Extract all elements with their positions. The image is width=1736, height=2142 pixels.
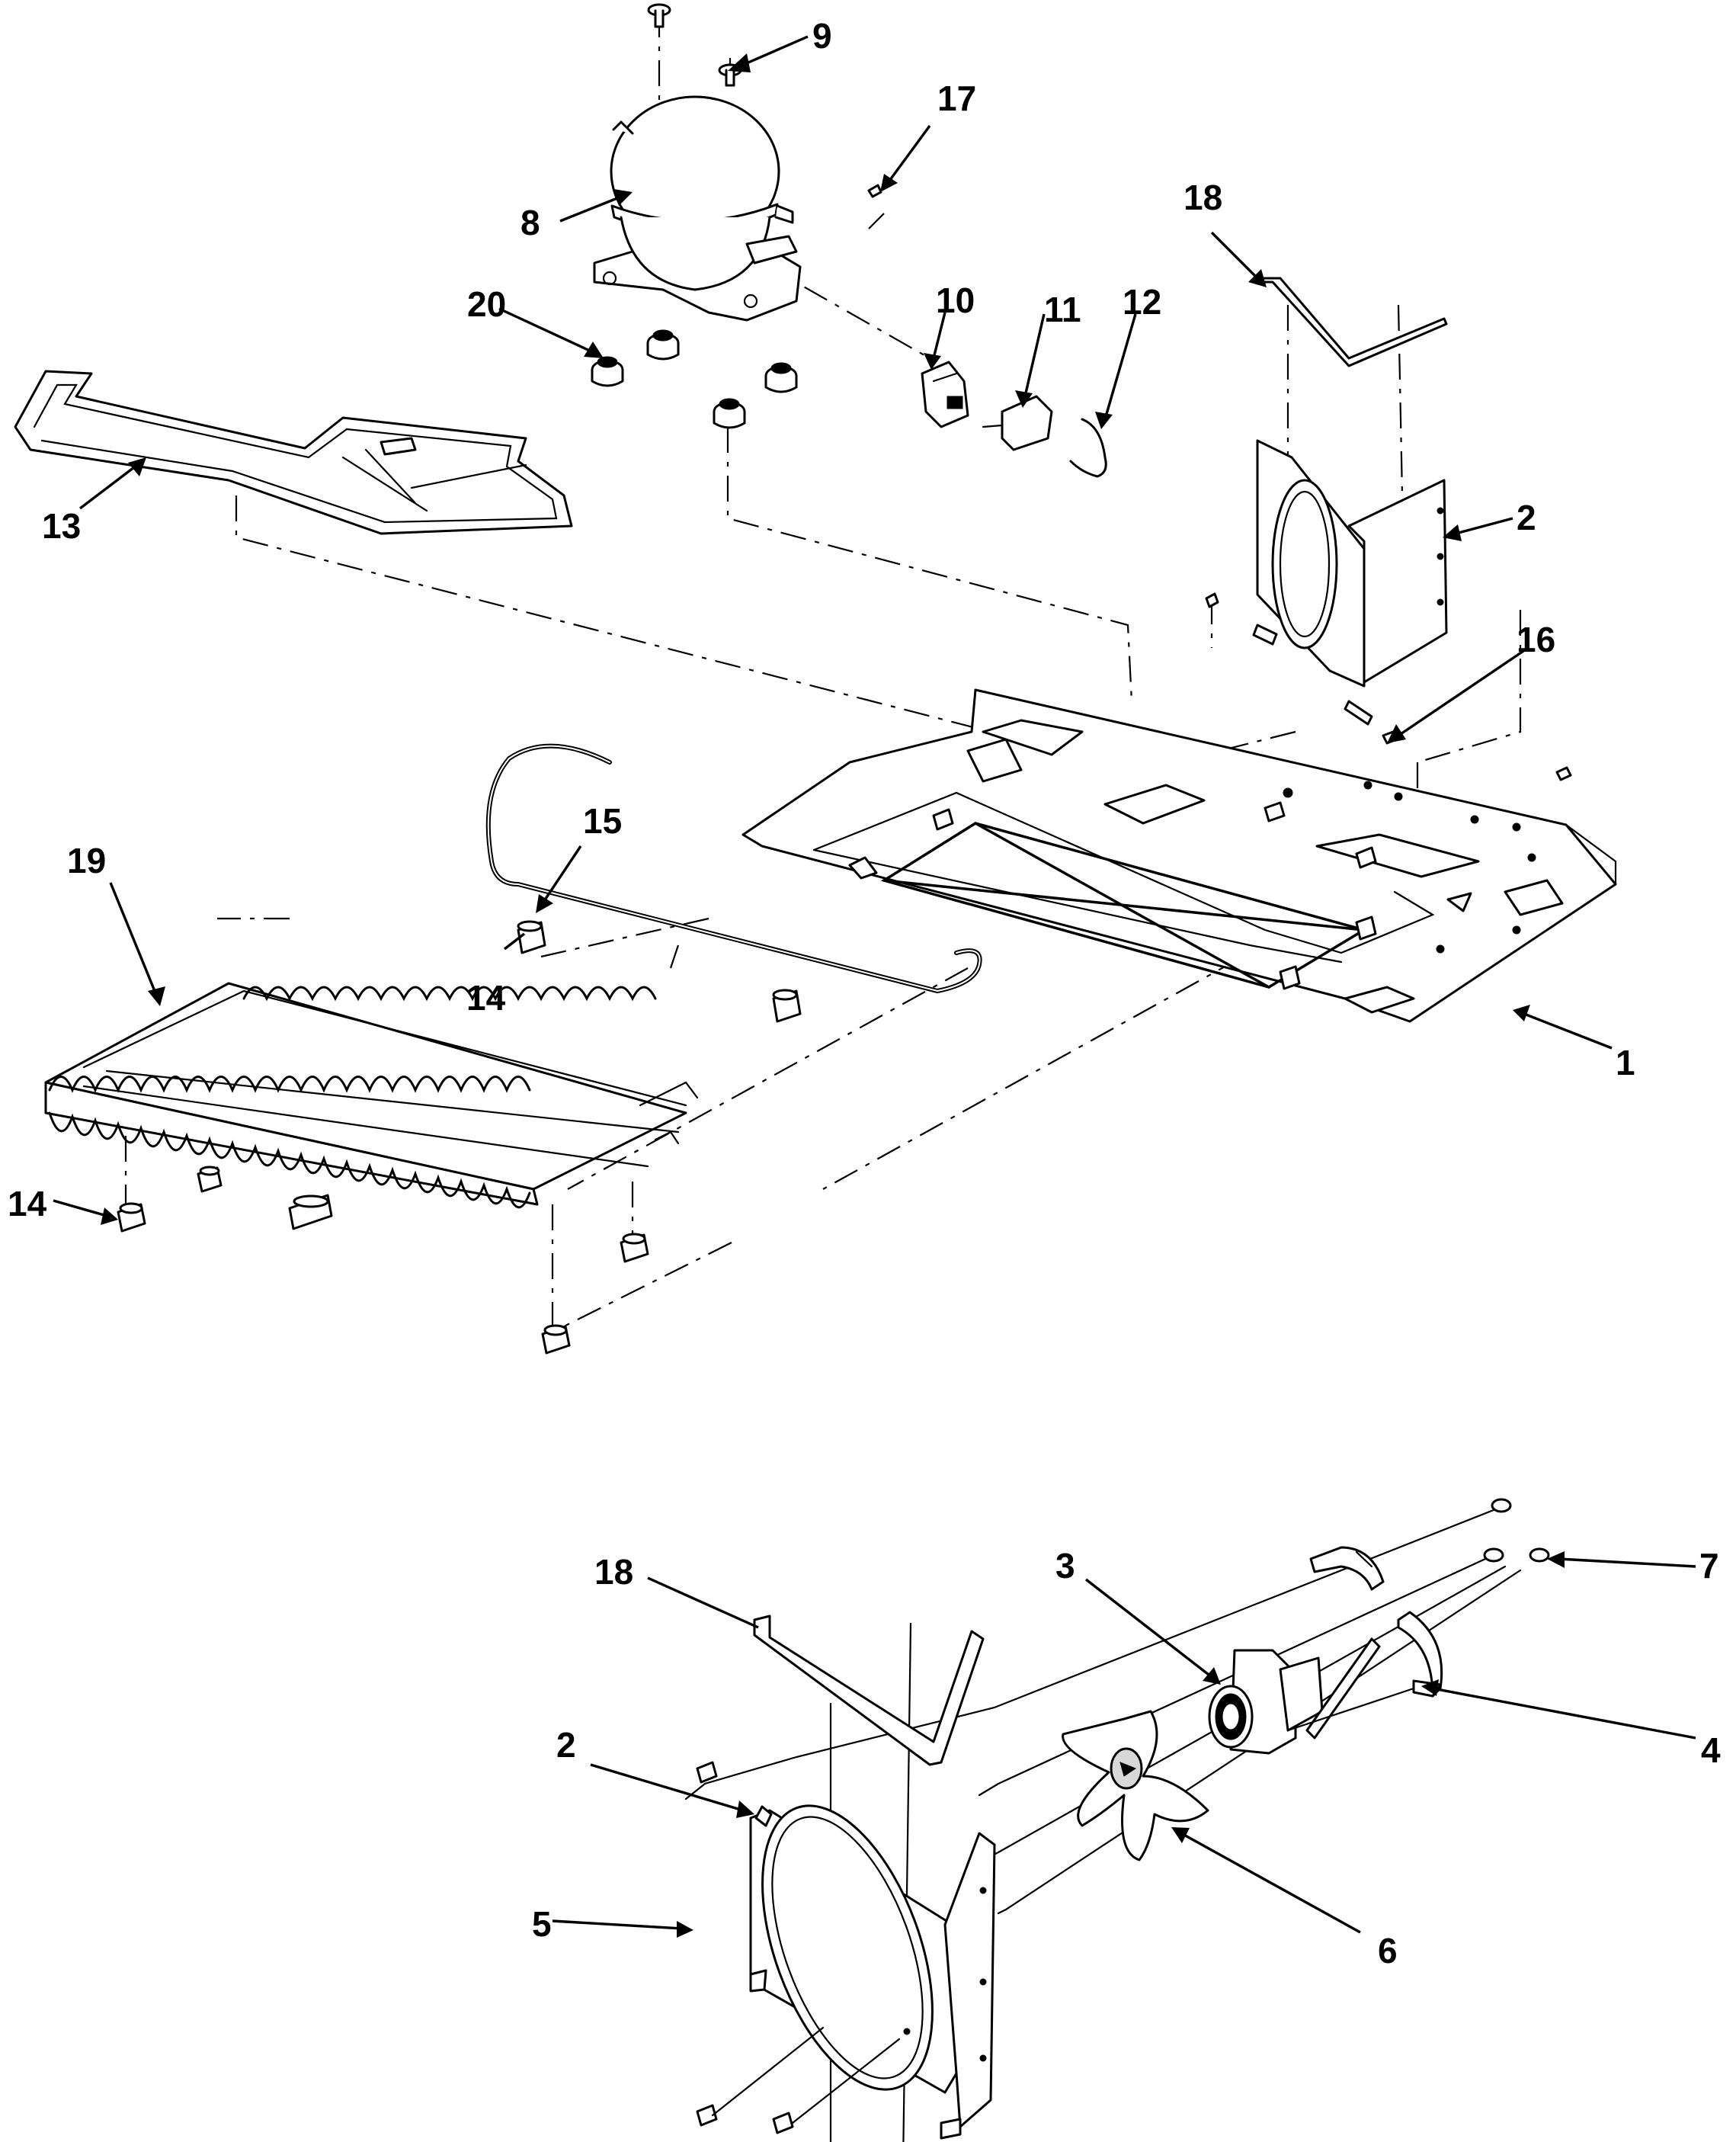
callout-14-lower: 14: [8, 1184, 47, 1223]
spacers-lower: [117, 1166, 649, 1355]
callout-12: 12: [1123, 282, 1161, 322]
callout-14-upper: 14: [466, 978, 506, 1018]
callout-8: 8: [520, 203, 540, 242]
callout-4: 4: [1701, 1730, 1721, 1770]
screw-17: [867, 184, 882, 198]
leader-lines: [53, 35, 1696, 1938]
fan-motor: [1208, 1637, 1381, 1755]
motor-bracket-upper: [1309, 1546, 1385, 1591]
callout-16: 16: [1517, 620, 1555, 659]
callout-labels: 9 17 8 18 20 10 11 12 13 2 16 15 19 14 1…: [8, 16, 1721, 1970]
callout-3: 3: [1055, 1546, 1075, 1586]
compressor-screws: [647, 3, 742, 87]
drain-pan: [14, 370, 573, 535]
coil-loops: [48, 986, 657, 1209]
callout-10: 10: [936, 281, 975, 320]
callout-18-bottom: 18: [594, 1552, 633, 1592]
fan-shroud-bottom: [749, 1804, 996, 2140]
callout-11: 11: [1044, 290, 1081, 329]
fan-blade: [1062, 1710, 1209, 1861]
compressor: [593, 95, 802, 322]
callout-7: 7: [1699, 1546, 1719, 1586]
grommets: [591, 329, 798, 429]
screws-7: [1483, 1498, 1550, 1563]
callout-2-bottom: 2: [556, 1725, 576, 1765]
fan-shroud-top: [1252, 439, 1448, 726]
callout-2-top: 2: [1517, 498, 1536, 537]
callout-1: 1: [1616, 1043, 1635, 1082]
callout-5: 5: [532, 1904, 552, 1944]
base-screws: [1205, 592, 1572, 781]
callout-6: 6: [1378, 1931, 1398, 1970]
relay: [921, 361, 969, 428]
callout-13: 13: [42, 506, 81, 546]
spacers-upper: [517, 920, 802, 1023]
callout-17: 17: [937, 79, 976, 118]
tube: [485, 743, 982, 994]
shroud-seal-bottom: [753, 1615, 985, 1766]
callout-15: 15: [583, 801, 622, 841]
callout-20: 20: [467, 284, 506, 324]
screws-5: [696, 1761, 901, 2134]
overload: [982, 395, 1053, 451]
callout-18-top: 18: [1183, 178, 1222, 217]
base-plate: [741, 688, 1617, 1023]
callout-19: 19: [67, 841, 106, 880]
condenser-coil: [44, 982, 699, 1209]
clip-wire: [1069, 418, 1107, 478]
callout-9: 9: [812, 16, 832, 56]
shroud-seal-top: [1260, 277, 1448, 367]
